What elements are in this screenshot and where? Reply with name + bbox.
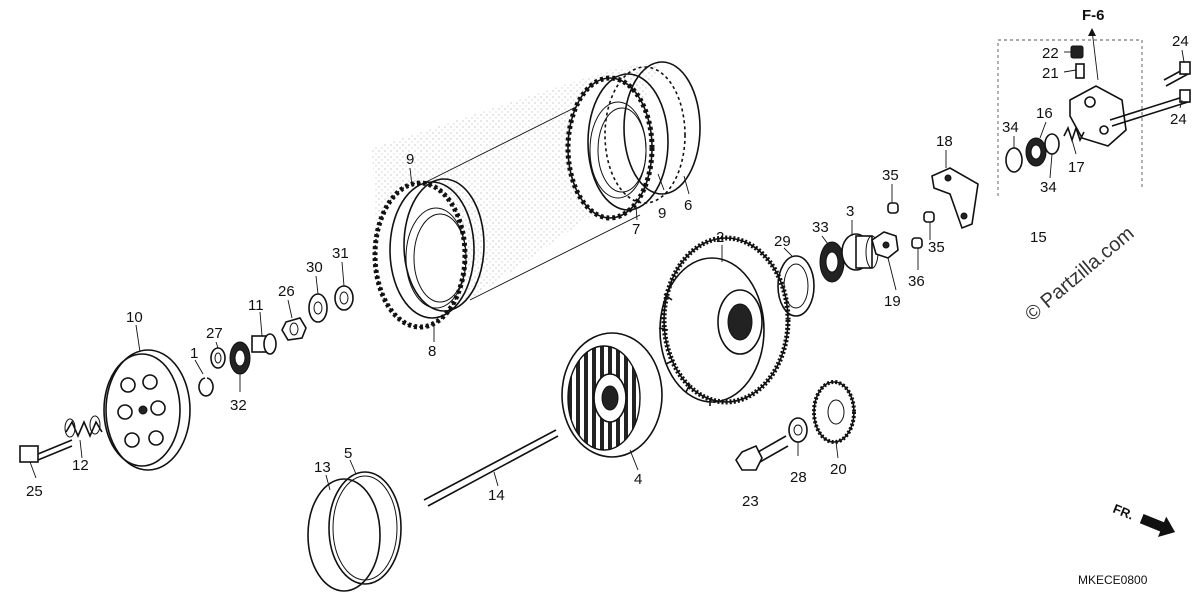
washer-31 [334, 285, 354, 311]
clutch-spring [64, 415, 103, 439]
callout-17: 17 [1068, 159, 1085, 176]
direction-label: FR. [1111, 501, 1136, 523]
callout-35-lower: 35 [928, 239, 945, 256]
callout-34-left: 34 [1002, 119, 1019, 136]
callout-28: 28 [790, 469, 807, 486]
drive-gear [812, 380, 856, 444]
dowel-pin-36 [911, 237, 923, 249]
seal-34-left [1005, 147, 1023, 173]
o-ring-13 [307, 478, 381, 592]
washer-27 [210, 347, 226, 369]
callout-22: 22 [1042, 45, 1059, 62]
alignment-lines [409, 94, 641, 301]
piston-16 [1025, 137, 1047, 167]
pushrod-shaft [423, 429, 559, 507]
cap-22 [1070, 45, 1084, 59]
callout-7: 7 [632, 221, 640, 238]
callout-20: 20 [830, 461, 847, 478]
pressure-plate [103, 349, 191, 471]
dowel-pin-35-upper [887, 202, 899, 214]
callout-24-upper: 24 [1172, 33, 1189, 50]
callout-11: 11 [248, 297, 264, 314]
callout-12: 12 [72, 457, 89, 474]
hub-bolt [735, 435, 789, 471]
callout-15: 15 [1030, 229, 1047, 246]
callout-9-rear: 9 [658, 205, 666, 222]
callout-16: 16 [1036, 105, 1053, 122]
section-reference: F-6 [1082, 7, 1105, 24]
front-direction-marker: FR. [1111, 501, 1176, 538]
callout-labels: 1 2 3 4 5 6 7 8 9 9 10 11 12 13 14 15 16… [26, 33, 1189, 510]
callout-18: 18 [936, 133, 953, 150]
callout-10: 10 [126, 309, 143, 326]
callout-31: 31 [332, 245, 349, 262]
callout-14: 14 [488, 487, 505, 504]
callout-9-front: 9 [406, 151, 414, 168]
drawing-code: MKECE0800 [1078, 573, 1148, 587]
bolt-24-lower [1109, 89, 1191, 127]
front-arrow-icon [1139, 513, 1176, 538]
callout-19: 19 [884, 293, 901, 310]
callout-36: 36 [908, 273, 925, 290]
callout-21: 21 [1042, 65, 1059, 82]
callout-8: 8 [428, 343, 436, 360]
callout-3: 3 [846, 203, 854, 220]
callout-26: 26 [278, 283, 295, 300]
callout-2: 2 [716, 229, 724, 246]
lock-nut [281, 317, 307, 341]
seal-34-right [1044, 133, 1060, 155]
callout-34-right: 34 [1040, 179, 1057, 196]
bearing-32 [229, 341, 251, 375]
clutch-center [561, 332, 663, 458]
callout-leaders [29, 29, 1185, 491]
bolt-24-upper [1163, 61, 1191, 87]
callout-25: 25 [26, 483, 43, 500]
needle-bearing [819, 241, 845, 283]
clutch-spring-bolt [19, 439, 73, 463]
sub-assembly-15-frame [997, 39, 1143, 196]
callout-33: 33 [812, 219, 829, 236]
thrust-washer [777, 255, 815, 317]
callout-6: 6 [684, 197, 692, 214]
section-reference-arrow-icon [1088, 28, 1096, 36]
callout-30: 30 [306, 259, 323, 276]
lock-plate [308, 293, 328, 323]
callout-13: 13 [314, 459, 331, 476]
hub-washer [788, 417, 808, 443]
callout-24-lower: 24 [1170, 111, 1187, 128]
callout-23: 23 [742, 493, 759, 510]
lifter-plate [871, 231, 899, 259]
circlip [198, 377, 214, 397]
callout-32: 32 [230, 397, 247, 414]
dowel-pin-35-lower [923, 211, 935, 223]
callout-1: 1 [190, 345, 198, 362]
fitting-21 [1075, 63, 1085, 79]
clutch-disc-stack-rear [565, 61, 701, 221]
spring-17 [1063, 125, 1085, 143]
lifter-piece [251, 333, 277, 355]
clutch-outer [658, 235, 791, 406]
callout-35-upper: 35 [882, 167, 899, 184]
callout-5: 5 [344, 445, 352, 462]
callout-29: 29 [774, 233, 791, 250]
callout-27: 27 [206, 325, 223, 342]
clutch-lever [931, 167, 979, 230]
oil-pump-collar [841, 233, 879, 271]
lifter-housing [1069, 85, 1127, 147]
clutch-disc-stack-front [372, 178, 485, 330]
callout-4: 4 [634, 471, 642, 488]
o-ring-5 [328, 471, 402, 585]
